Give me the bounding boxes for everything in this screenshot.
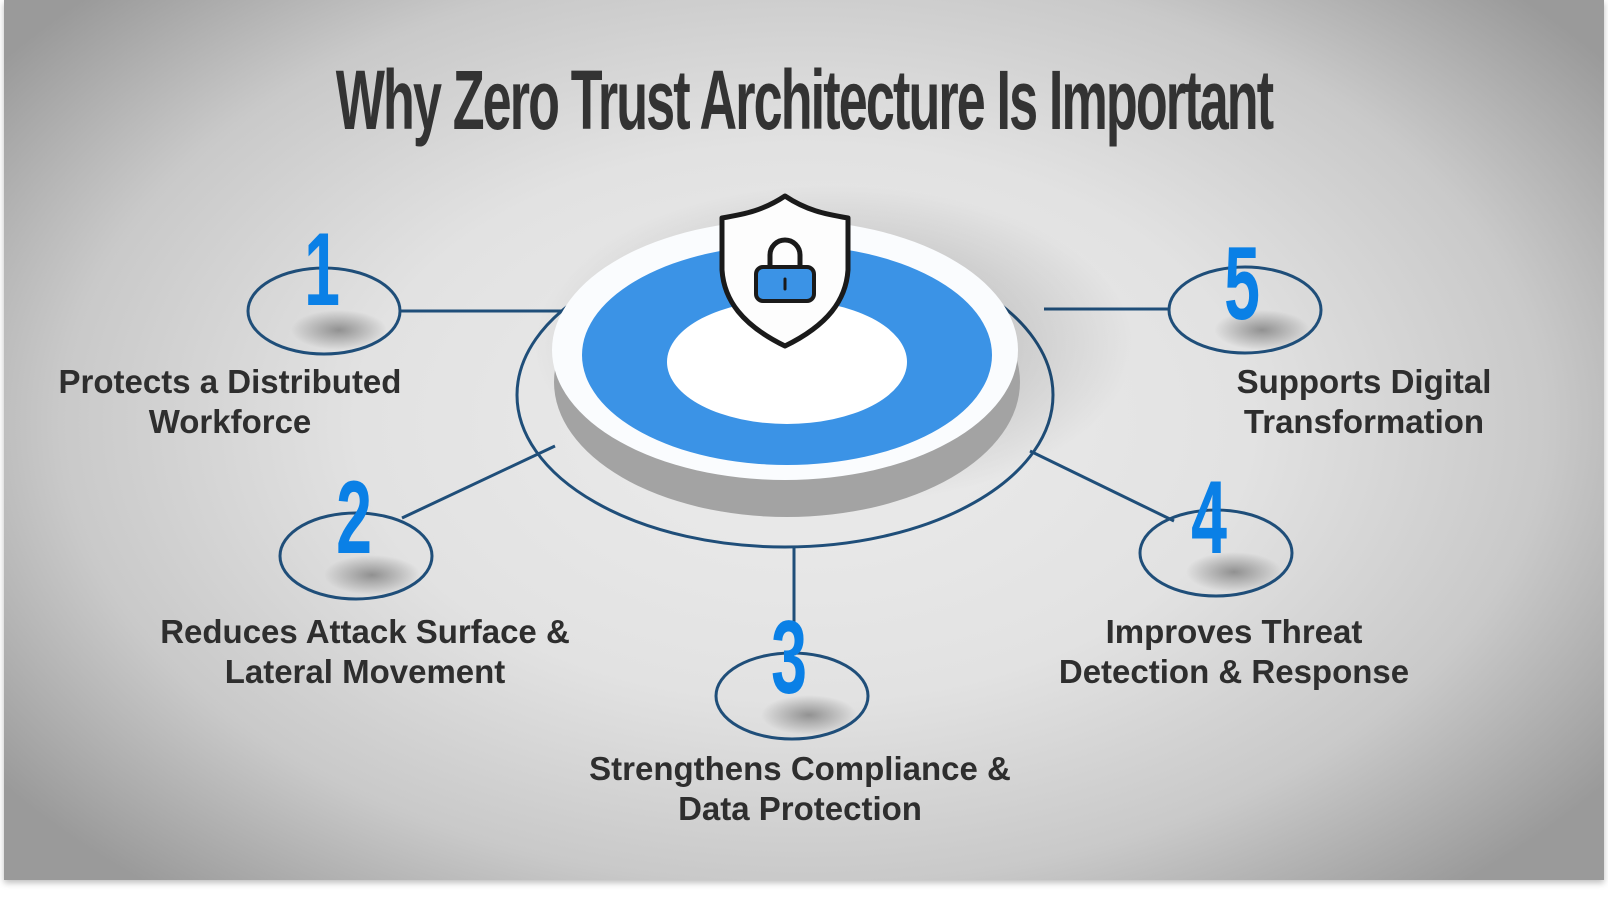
diagram-graphic xyxy=(246,185,1323,741)
item-label-2: Reduces Attack Surface & Lateral Movemen… xyxy=(160,613,570,690)
item-label-3: Strengthens Compliance & Data Protection xyxy=(589,750,1011,827)
item-number-2: 2 xyxy=(336,460,372,576)
item-number-5: 5 xyxy=(1224,226,1260,342)
item-number-4: 4 xyxy=(1191,460,1227,576)
number-rings xyxy=(246,265,1323,741)
item-number-1: 1 xyxy=(304,212,340,328)
item-label-1: Protects a Distributed Workforce xyxy=(58,363,402,440)
item-label-5: Supports Digital Transformation xyxy=(1236,363,1492,440)
disc-inner xyxy=(667,300,907,424)
item-label-4: Improves Threat Detection & Response xyxy=(1058,613,1410,690)
slide: Why Zero Trust Architecture Is Important xyxy=(4,0,1604,880)
page-title: Why Zero Trust Architecture Is Important xyxy=(335,53,1274,147)
item-number-3: 3 xyxy=(771,600,807,716)
shield-lock-icon xyxy=(719,193,851,349)
